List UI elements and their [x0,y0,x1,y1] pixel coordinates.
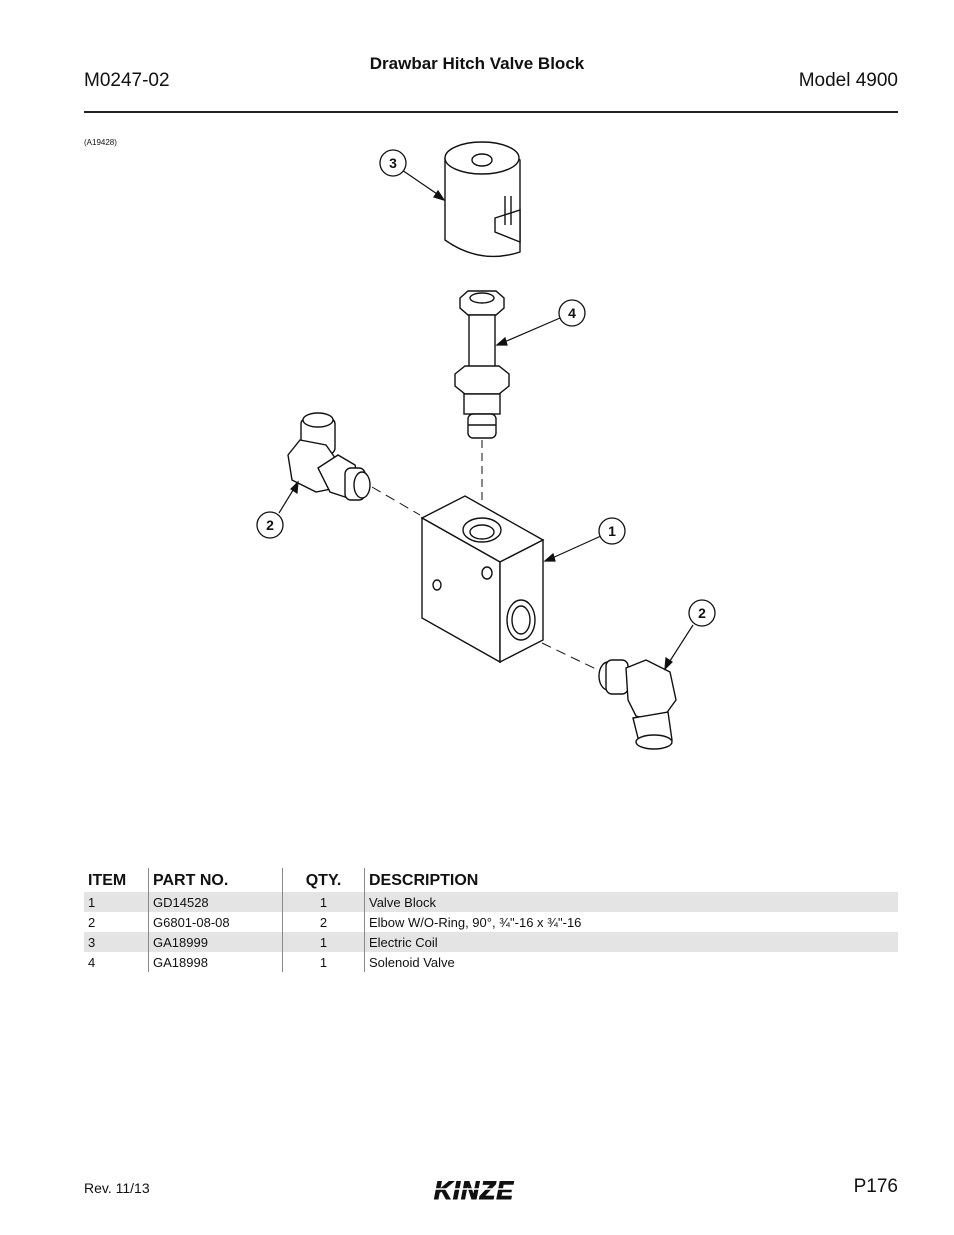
table-row: 4 GA18998 1 Solenoid Valve [84,952,898,972]
electric-coil-drawing [444,141,521,258]
page-number: P176 [853,1176,898,1197]
part-number-cell: GA18999 [148,932,283,952]
table-row: 3 GA18999 1 Electric Coil [84,932,898,952]
callout-item-2-upper: 2 [256,511,284,539]
callout-label: 2 [266,517,274,533]
part-number-cell: G6801-08-08 [148,912,283,932]
model-label: Model 4900 [798,70,898,91]
valve-block-drawing [420,495,545,664]
column-header-qty: QTY. [282,868,365,892]
part-number-cell: GA18998 [148,952,283,972]
callout-label: 3 [389,155,397,171]
item-cell: 4 [88,954,96,970]
column-header-part-no: PART NO. [148,868,283,892]
callout-label: 4 [568,305,576,321]
description-cell: Valve Block [364,892,898,912]
parts-table: ITEM PART NO. QTY. DESCRIPTION 1 GD14528… [84,868,898,972]
item-cell: 3 [84,932,149,952]
description-cell: Solenoid Valve [364,952,898,972]
upper-elbow-drawing [287,412,371,501]
quantity-cell: 1 [282,892,365,912]
part-number-cell: GD14528 [148,892,283,912]
header-rule [84,111,898,113]
page-title: Drawbar Hitch Valve Block [369,54,585,73]
callout-item-2-lower: 2 [688,599,716,627]
table-row: 2 G6801-08-08 2 Elbow W/O-Ring, 90°, ¾"-… [84,912,898,932]
callout-item-4: 4 [558,299,586,327]
document-number: M0247-02 [84,70,170,91]
table-row: 1 GD14528 1 Valve Block [84,892,898,912]
callout-label: 2 [698,605,706,621]
column-header-item: ITEM [88,872,127,889]
column-header-description: DESCRIPTION [364,868,898,892]
solenoid-valve-drawing [454,290,510,439]
exploded-parts-drawing: 3 4 2 1 2 [256,141,716,750]
quantity-cell: 1 [282,932,365,952]
callout-label: 1 [608,523,616,539]
item-cell: 1 [84,892,149,912]
quantity-cell: 2 [282,912,365,932]
description-cell: Elbow W/O-Ring, 90°, ¾"-16 x ¾"-16 [364,912,898,932]
lower-elbow-drawing [598,659,677,750]
kinze-logo: KINZE [430,1177,548,1204]
callout-item-1: 1 [598,517,626,545]
revision-label: Rev. 11/13 [84,1180,150,1196]
item-cell: 2 [88,914,96,930]
callout-item-3: 3 [379,149,407,177]
logo-wordmark: KINZE [434,1177,514,1204]
quantity-cell: 1 [282,952,365,972]
parts-table-header: ITEM PART NO. QTY. DESCRIPTION [84,868,898,892]
description-cell: Electric Coil [364,932,898,952]
figure-reference: (A19428) [84,138,117,147]
